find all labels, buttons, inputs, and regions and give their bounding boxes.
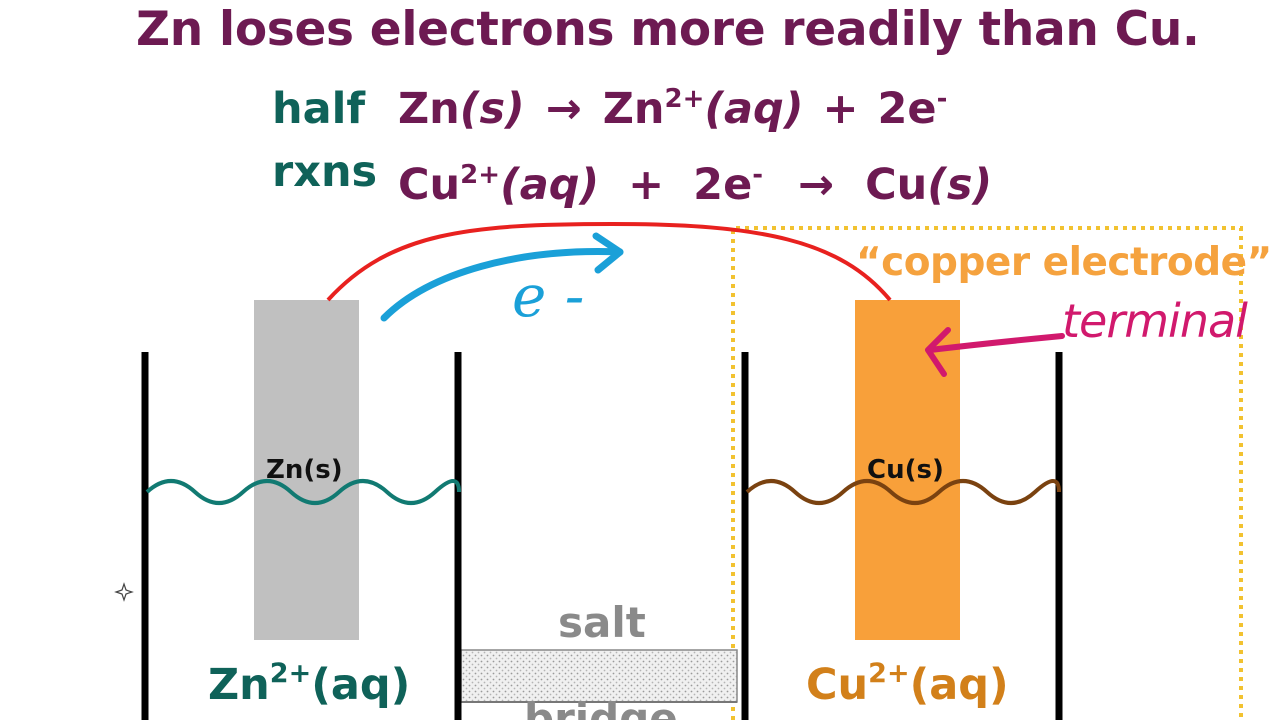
half-reaction-zinc: Zn(s) → Zn2+(aq) + 2e- [398, 84, 948, 134]
electron-flow-arrowhead [592, 232, 624, 274]
external-wire [326, 221, 892, 302]
zinc-solution-surface [145, 479, 461, 505]
copper-electrode-highlight-box [731, 226, 1243, 720]
salt-bridge-label-line2: bridge [524, 697, 678, 720]
rxns-label: rxns [272, 147, 378, 197]
page-title: Zn loses electrons more readily than Cu. [136, 2, 1200, 57]
terminal-label: terminal [1062, 294, 1248, 348]
zinc-electrode [254, 300, 359, 640]
copper-solution-label: Cu2+(aq) [806, 658, 1009, 710]
half-label: half [272, 84, 366, 134]
salt-bridge-label-line1: salt [558, 598, 646, 647]
terminal-pointer-arrow [927, 333, 1065, 353]
salt-bridge [460, 649, 738, 703]
copper-solution-surface [745, 479, 1061, 505]
copper-electrode [855, 300, 960, 640]
zinc-solution-label: Zn2+(aq) [208, 658, 411, 710]
copper-electrode-label-inner: Cu(s) [867, 455, 944, 485]
copper-electrode-label: “copper electrode” [856, 240, 1272, 285]
terminal-pointer-arrowhead [925, 327, 951, 377]
zinc-electrode-label: Zn(s) [266, 455, 343, 485]
electron-label: e - [512, 262, 585, 330]
half-reaction-copper: Cu2+(aq) + 2e- → Cu(s) [398, 160, 993, 210]
sparkle-icon [114, 582, 134, 602]
electron-flow-arrow [380, 248, 624, 322]
